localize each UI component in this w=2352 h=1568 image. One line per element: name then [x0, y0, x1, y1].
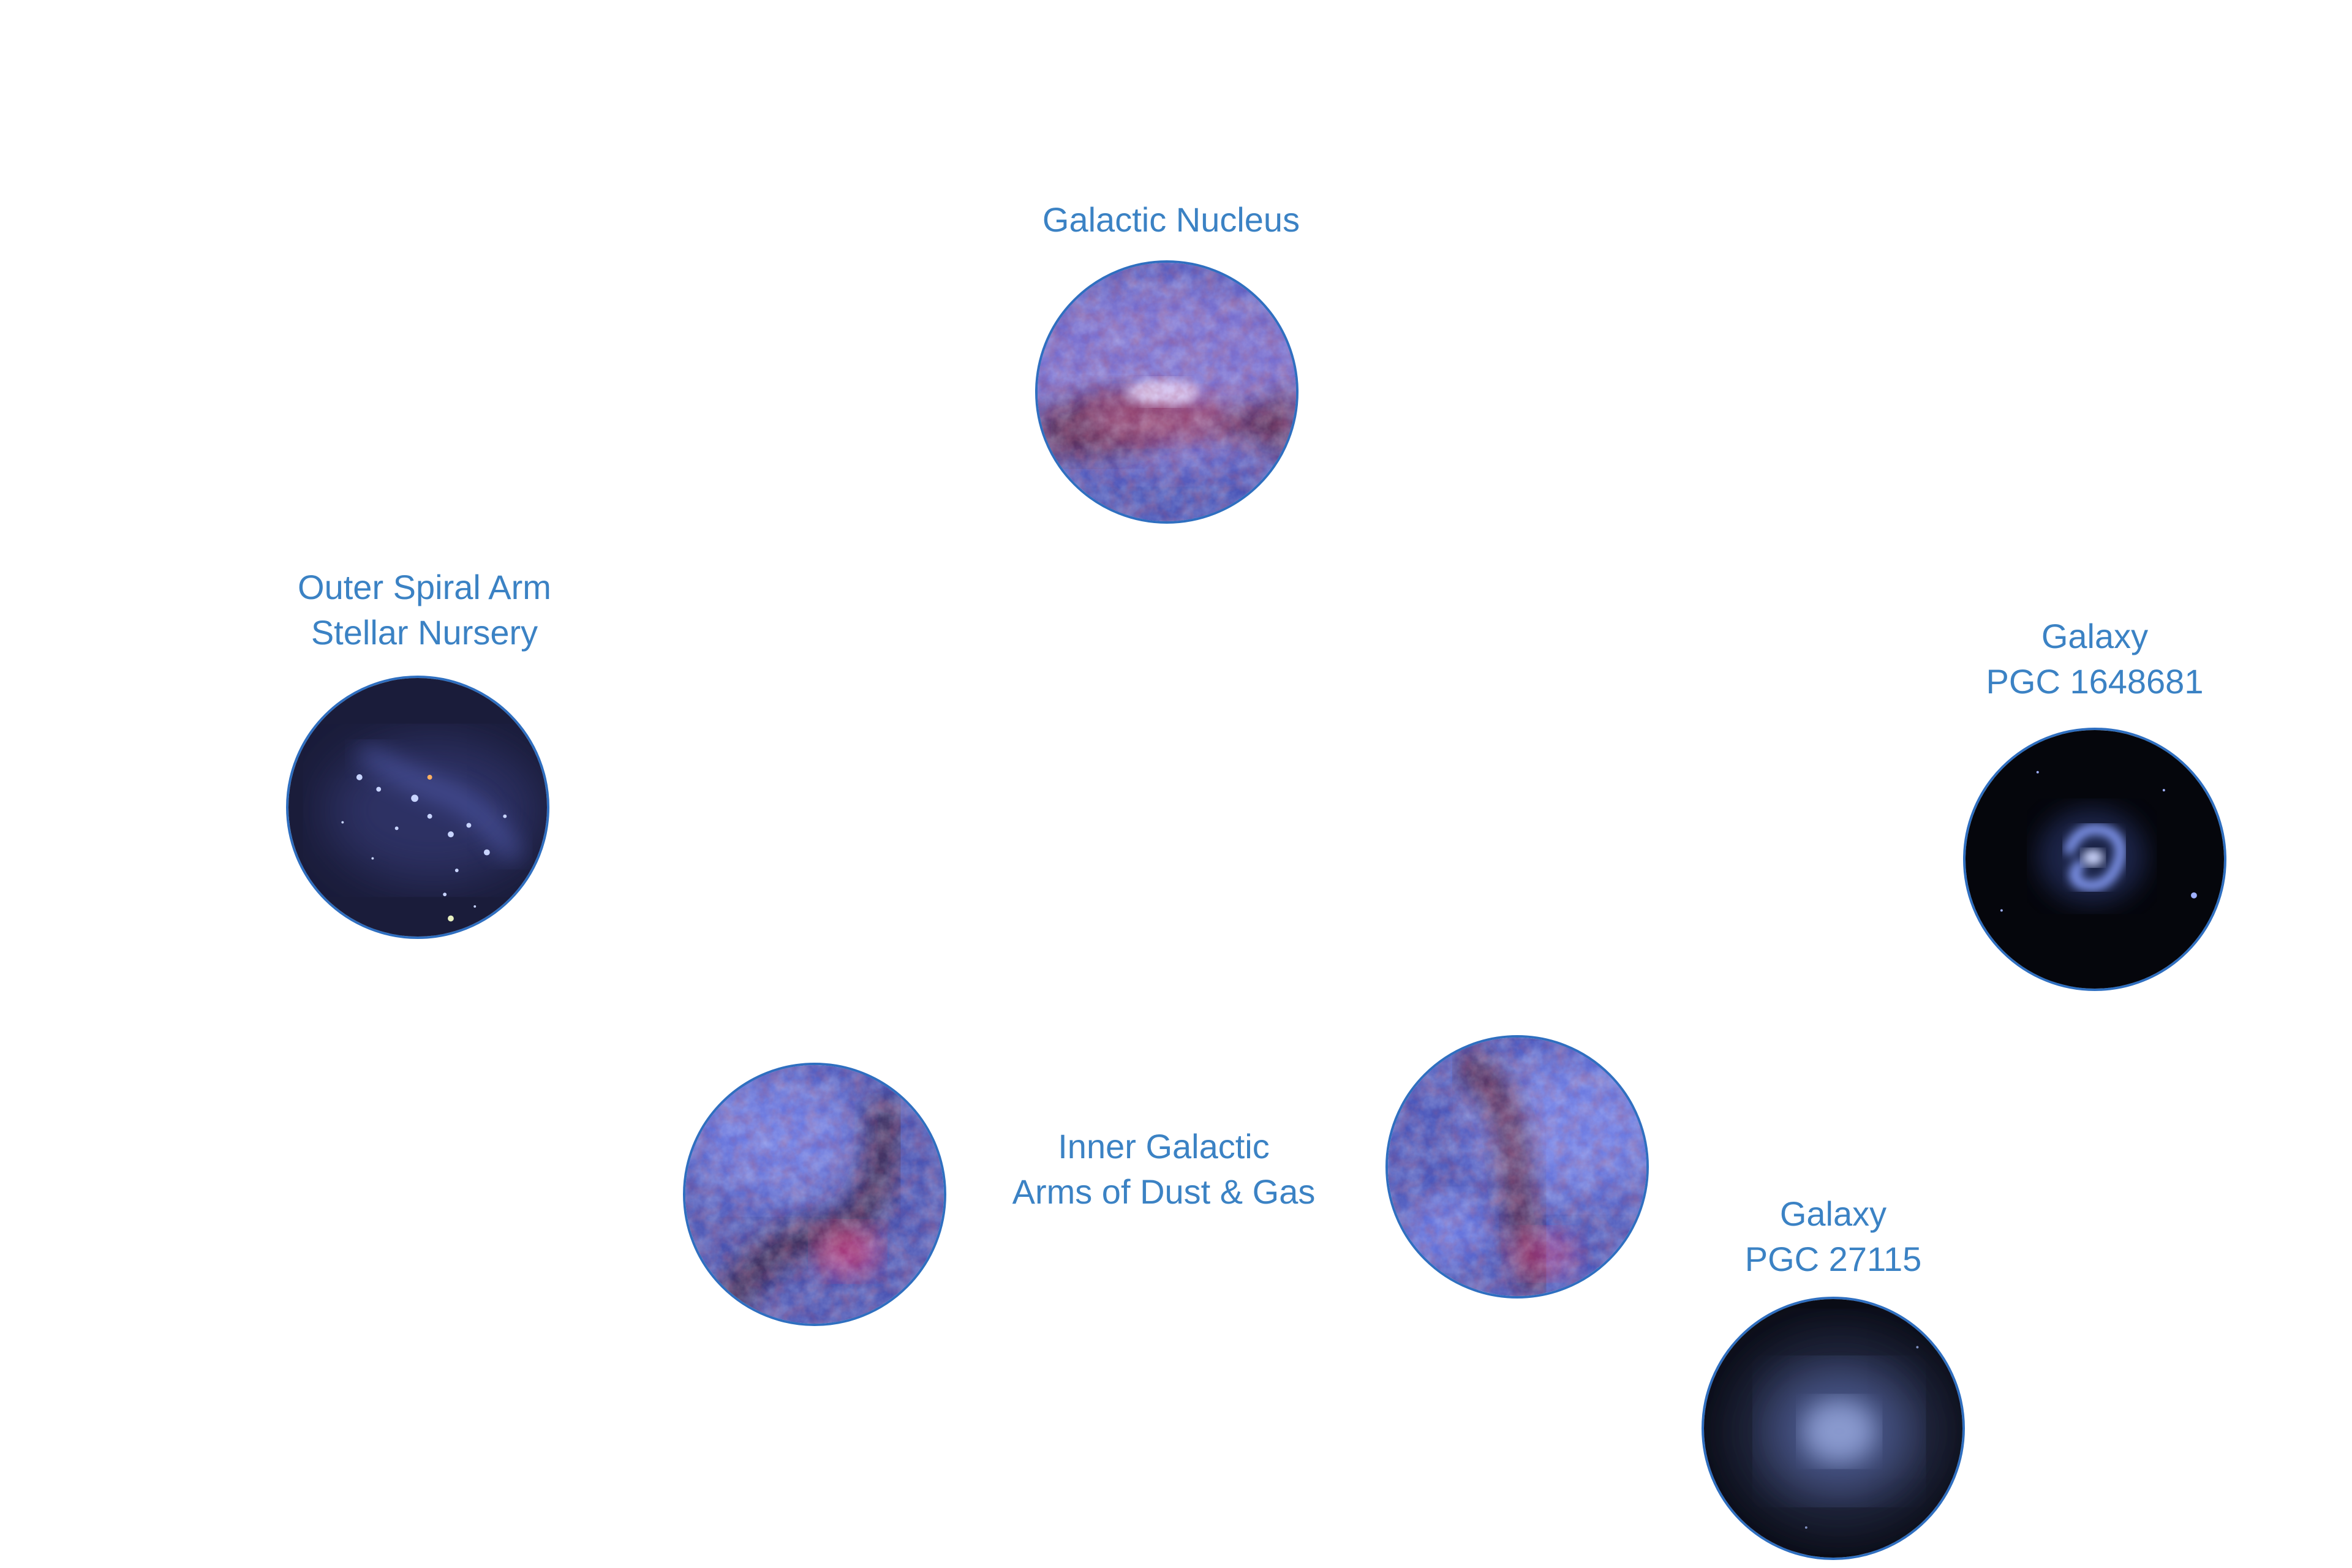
- outer-spiral-arm-inset: [286, 676, 549, 939]
- galaxy-pgc-27115-inset: [1702, 1297, 1965, 1560]
- galaxy-pgc-1648681-image: [1966, 730, 2224, 989]
- label-line: Inner Galactic: [1058, 1127, 1270, 1166]
- label-galactic-nucleus: Galactic Nucleus: [1042, 197, 1300, 243]
- outer-spiral-arm-image: [288, 678, 547, 937]
- label-galaxy-pgc-27115: Galaxy PGC 27115: [1745, 1191, 1921, 1282]
- galaxy-pgc-27115-image: [1704, 1299, 1962, 1558]
- label-line: Galaxy: [2041, 617, 2149, 655]
- galaxy-pgc-1648681-inset: [1963, 728, 2226, 991]
- label-line: Stellar Nursery: [311, 613, 538, 652]
- label-galaxy-pgc-1648681: Galaxy PGC 1648681: [1986, 614, 2204, 704]
- inner-arm-right-inset: [1385, 1035, 1649, 1298]
- galactic-nucleus-image: [1038, 263, 1296, 521]
- label-line: Galactic Nucleus: [1042, 200, 1300, 239]
- label-line: PGC 1648681: [1986, 662, 2204, 701]
- label-outer-spiral-arm: Outer Spiral Arm Stellar Nursery: [298, 565, 551, 655]
- label-line: Outer Spiral Arm: [298, 568, 551, 606]
- label-line: PGC 27115: [1744, 1240, 1922, 1278]
- galactic-nucleus-inset: [1035, 260, 1298, 524]
- inner-arm-right-image: [1388, 1038, 1646, 1296]
- label-line: Arms of Dust & Gas: [1012, 1172, 1316, 1211]
- inner-arm-left-inset: [683, 1063, 946, 1326]
- label-inner-galactic-arms: Inner Galactic Arms of Dust & Gas: [1012, 1124, 1316, 1215]
- inner-arm-left-image: [685, 1065, 944, 1324]
- label-line: Galaxy: [1779, 1194, 1887, 1233]
